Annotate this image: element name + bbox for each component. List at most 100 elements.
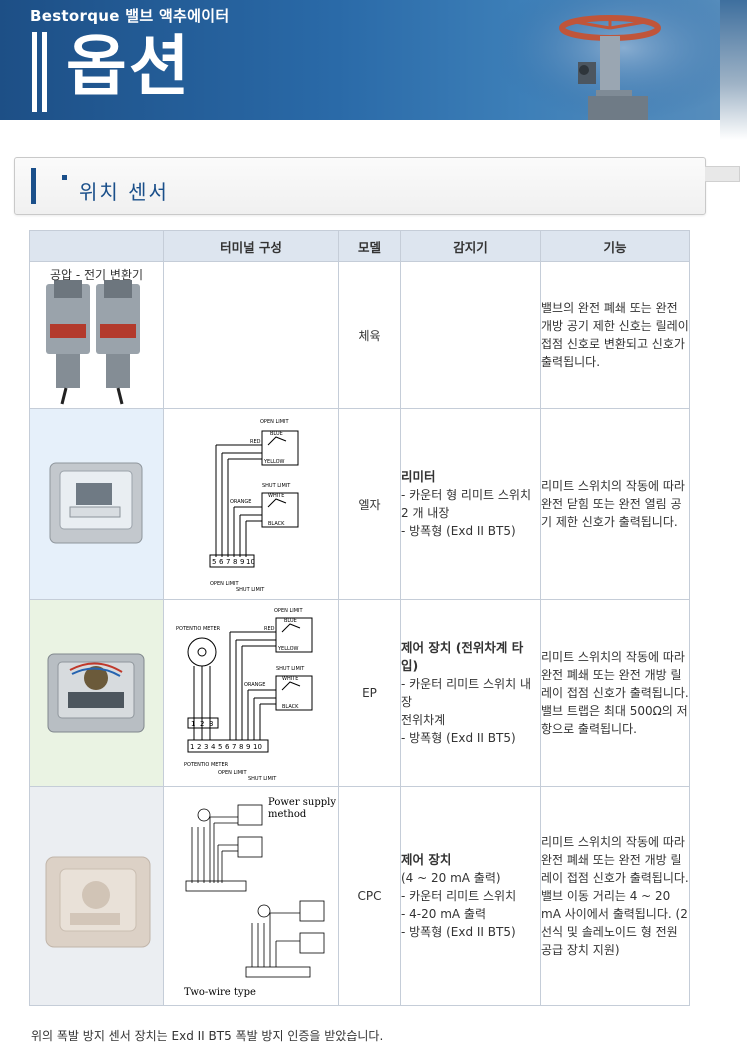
shut-limit-label: SHUT LIMIT — [276, 666, 305, 672]
table-row: POTENTIO METER OPEN LIMIT RED BLUE YELLO… — [29, 599, 690, 787]
terminal-label: 5 — [218, 743, 222, 751]
terminal-label: 10 — [253, 743, 262, 751]
yellow-wire-label: YELLOW — [277, 646, 299, 652]
blue-wire-label: BLUE — [270, 431, 283, 437]
sensor-line: - 카운터 형 리미트 스위치 2 개 내장 — [401, 488, 531, 520]
terminal-label: 10 — [246, 558, 255, 566]
terminal-label: 3 — [209, 720, 213, 728]
table-header-row: 터미널 구성 모델 감지기 기능 — [29, 230, 690, 262]
column-header-function: 기능 — [540, 230, 690, 262]
sensor-line: - 방폭형 (Exd II BT5) — [401, 925, 516, 939]
sensor-title: 리미터 — [401, 469, 436, 484]
converter-image — [30, 262, 163, 408]
terminal-label: 2 — [200, 720, 204, 728]
potentiometer-label: POTENTIO METER — [176, 626, 221, 632]
terminal-label: 9 — [246, 743, 250, 751]
terminal-label: 3 — [204, 743, 208, 751]
terminal-label: 6 — [225, 743, 230, 751]
terminal-label: 6 — [219, 558, 224, 566]
red-wire-label: RED — [250, 439, 261, 445]
orange-wire-label: ORANGE — [244, 682, 265, 688]
side-tab — [705, 166, 740, 182]
terminal-label: 5 — [212, 558, 216, 566]
terminal-diagram-cell — [163, 261, 339, 409]
section-accent-bar — [31, 168, 36, 204]
terminal-label: 4 — [211, 743, 216, 751]
sensor-description — [400, 261, 541, 409]
image-caption: 공압 - 전기 변환기 — [49, 268, 144, 282]
terminal-diagram-cell: OPEN LIMIT RED BLUE YELLOW SHUT LIMIT OR… — [163, 408, 339, 600]
power-supply-text: Power supply — [268, 797, 336, 808]
model-name: 엘자 — [338, 408, 401, 600]
white-wire-label: WHITE — [268, 493, 284, 499]
sensor-line: 전위차계 — [401, 713, 446, 727]
section-bullet-icon — [62, 175, 67, 180]
function-description: 리미트 스위치의 작동에 따라 완전 닫힘 또는 완전 열림 공기 제한 신호가… — [540, 408, 690, 600]
terminal-label: 7 — [226, 558, 230, 566]
model-name: EP — [338, 599, 401, 787]
product-image-cell — [29, 408, 164, 600]
open-limit-label: OPEN LIMIT — [260, 419, 289, 425]
cpc-unit-image — [30, 787, 163, 1005]
potentiometer-box-image — [30, 600, 163, 786]
function-description: 리미트 스위치의 작동에 따라 완전 폐쇄 또는 완전 개방 릴레이 접점 신호… — [540, 599, 690, 787]
terminal-label: 8 — [239, 743, 243, 751]
sensor-description: 제어 장치 (전위차계 타입) - 카운터 리미트 스위치 내장 전위차계 - … — [400, 599, 541, 787]
header-banner: Bestorque 밸브 액추에이터 옵션 — [0, 0, 747, 120]
brand-name: Bestorque 밸브 액추에이터 — [30, 7, 230, 25]
open-limit-terminal-label: OPEN LIMIT — [210, 581, 239, 587]
sensor-line: - 방폭형 (Exd II BT5) — [401, 524, 516, 538]
method-text: method — [268, 809, 307, 820]
open-limit-terminal-label: OPEN LIMIT — [218, 770, 247, 776]
sensor-title: 제어 장치 (전위차계 타입) — [401, 640, 524, 673]
orange-wire-label: ORANGE — [230, 499, 251, 505]
shut-limit-label: SHUT LIMIT — [262, 483, 291, 489]
section-header: 위치 센서 — [14, 157, 706, 215]
limiter-wiring-diagram: OPEN LIMIT RED BLUE YELLOW SHUT LIMIT OR… — [209, 419, 299, 593]
column-header-model: 모델 — [338, 230, 401, 262]
position-sensor-table: 터미널 구성 모델 감지기 기능 공압 - 전기 변환기 — [29, 230, 690, 1006]
shut-limit-terminal-label: SHUT LIMIT — [248, 776, 277, 782]
terminal-label: 8 — [233, 558, 237, 566]
white-wire-label: WHITE — [282, 676, 298, 682]
red-wire-label: RED — [264, 626, 275, 632]
black-wire-label: BLACK — [282, 704, 299, 710]
column-header-sensor: 감지기 — [400, 230, 541, 262]
sensor-line: - 카운터 리미트 스위치 — [401, 889, 517, 903]
terminal-label: 1 — [191, 720, 195, 728]
terminal-label: 2 — [197, 743, 201, 751]
two-wire-type-label: Two-wire type — [184, 987, 256, 998]
sensor-line: - 방폭형 (Exd II BT5) — [401, 731, 516, 745]
sensor-line: - 카운터 리미트 스위치 내장 — [401, 677, 531, 709]
shut-limit-terminal-label: SHUT LIMIT — [236, 587, 265, 593]
right-edge-gradient — [720, 0, 747, 140]
sensor-description: 제어 장치 (4 ~ 20 mA 출력) - 카운터 리미트 스위치 - 4-2… — [400, 786, 541, 1006]
certification-footnote: 위의 폭발 방지 센서 장치는 Exd II BT5 폭발 방지 인증을 받았습… — [31, 1029, 384, 1043]
black-wire-label: BLACK — [268, 521, 285, 527]
product-image-cell — [29, 786, 164, 1006]
yellow-wire-label: YELLOW — [263, 459, 285, 465]
blue-wire-label: BLUE — [284, 618, 297, 624]
table-row: OPEN LIMIT RED BLUE YELLOW SHUT LIMIT OR… — [29, 408, 690, 600]
terminal-label: 1 — [190, 743, 194, 751]
product-image-cell: 공압 - 전기 변환기 — [29, 261, 164, 409]
limit-switch-box-image — [30, 409, 163, 599]
column-header-terminal: 터미널 구성 — [163, 230, 339, 262]
product-image-cell — [29, 599, 164, 787]
terminal-label: 7 — [232, 743, 236, 751]
model-name: 체육 — [338, 261, 401, 409]
sensor-line: (4 ~ 20 mA 출력) — [401, 871, 501, 885]
function-description: 밸브의 완전 폐쇄 또는 완전 개방 공기 제한 신호는 릴레이 접점 신호로 … — [540, 261, 690, 409]
sensor-line: - 4-20 mA 출력 — [401, 907, 486, 921]
potentiometer-wiring-diagram: POTENTIO METER OPEN LIMIT RED BLUE YELLO… — [176, 608, 313, 782]
valve-handwheel-image — [500, 0, 725, 120]
open-limit-label: OPEN LIMIT — [274, 608, 303, 614]
table-row: 공압 - 전기 변환기 — [29, 261, 690, 409]
terminal-label: 9 — [240, 558, 244, 566]
function-description: 리미트 스위치의 작동에 따라 완전 폐쇄 또는 완전 개방 릴레이 접점 신호… — [540, 786, 690, 1006]
sensor-title: 제어 장치 — [401, 852, 452, 867]
